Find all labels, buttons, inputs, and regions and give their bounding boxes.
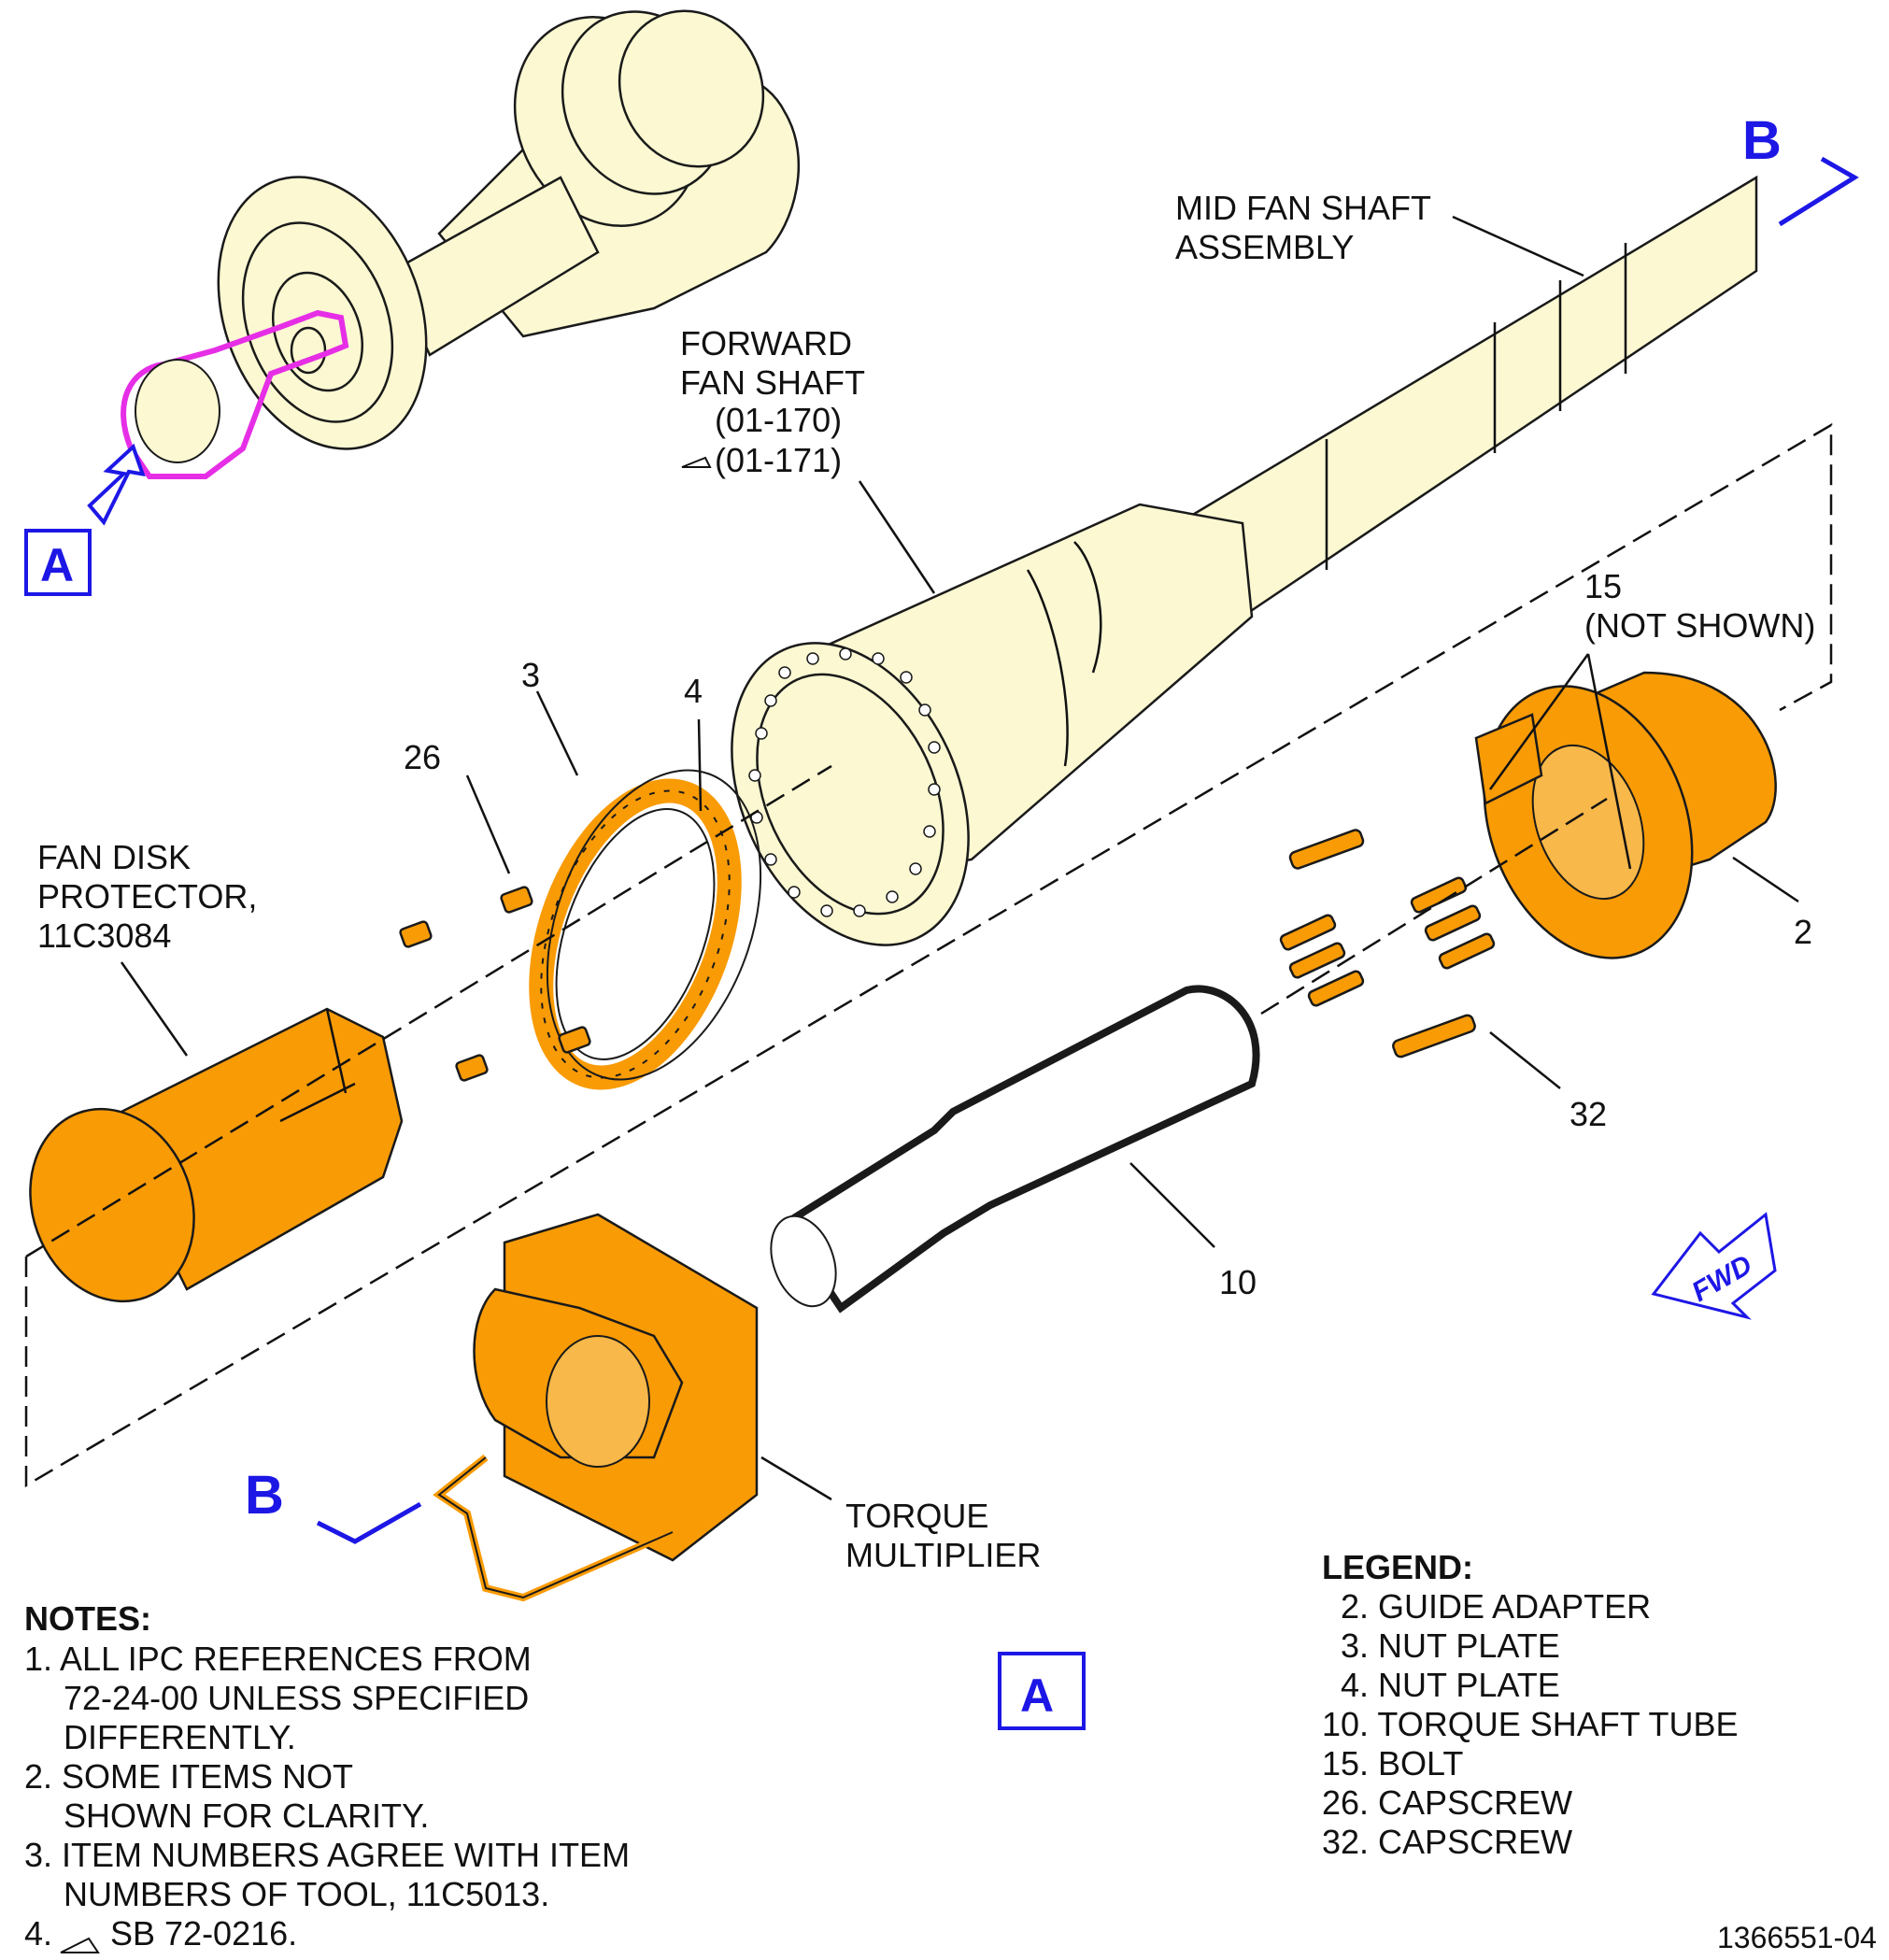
torque-multiplier — [433, 1213, 759, 1602]
capscrews-26 — [399, 886, 591, 1082]
legend-item: 32. CAPSCREW — [1322, 1823, 1572, 1861]
callout-fan-disk-protector-line1: FAN DISK — [37, 838, 191, 876]
note-line: SHOWN FOR CLARITY. — [64, 1797, 429, 1835]
callout-item-10: 10 — [1219, 1263, 1257, 1301]
legend-title: LEGEND: — [1322, 1548, 1473, 1586]
fan-disk-protector — [29, 1007, 404, 1303]
callout-item-3: 3 — [521, 656, 540, 694]
callout-forward-fan-shaft-line3: (01-170) — [715, 401, 842, 439]
callout-forward-fan-shaft-line2: FAN SHAFT — [680, 363, 865, 402]
fwd-direction-arrow — [1651, 1212, 1777, 1320]
fan-disk-protector-outline-highlight — [121, 309, 349, 479]
alignment-dash-lines — [24, 422, 1833, 1488]
legend-item: 2. GUIDE ADAPTER — [1341, 1587, 1651, 1626]
section-a-label-top: A — [40, 539, 74, 591]
note-line: SB 72-0216. — [110, 1914, 297, 1953]
callout-item-15-line2: (NOT SHOWN) — [1584, 606, 1815, 645]
capscrews-15-32 — [1279, 829, 1496, 1058]
forward-fan-shaft — [731, 503, 1254, 946]
section-b-marker-bottom — [316, 1501, 422, 1544]
nut-plate-4-ring — [546, 769, 762, 1081]
forward-flange-bolt-holes — [748, 647, 941, 917]
callout-fan-disk-protector-line2: PROTECTOR, — [37, 877, 257, 916]
figure-number: 1366551-04 — [1717, 1921, 1877, 1954]
section-a-view-arrow — [24, 443, 146, 596]
callout-fan-disk-protector-line3: 11C3084 — [37, 916, 171, 955]
note-line: 72-24-00 UNLESS SPECIFIED — [64, 1679, 529, 1717]
leader-lines — [60, 215, 1799, 1953]
section-b-label-bottom: B — [245, 1465, 284, 1526]
section-a-label-bottom: A — [1020, 1669, 1054, 1722]
notes-title: NOTES: — [24, 1599, 151, 1638]
legend-item: 26. CAPSCREW — [1322, 1783, 1572, 1822]
note-line: 1. ALL IPC REFERENCES FROM — [24, 1640, 532, 1678]
note-line: NUMBERS OF TOOL, 11C5013. — [64, 1875, 549, 1913]
callout-item-32: 32 — [1569, 1095, 1607, 1133]
callout-torque-multiplier-line1: TORQUE — [845, 1497, 988, 1535]
note-line: 2. SOME ITEMS NOT — [24, 1757, 353, 1796]
legend-item: 4. NUT PLATE — [1341, 1666, 1560, 1704]
note-line: 4. — [24, 1914, 52, 1953]
nut-plate-3-ring — [529, 778, 742, 1090]
legend-item: 3. NUT PLATE — [1341, 1626, 1560, 1665]
legend-item: 15. BOLT — [1322, 1744, 1463, 1782]
callout-mid-fan-shaft-line1: MID FAN SHAFT — [1175, 189, 1431, 227]
note-line: DIFFERENTLY. — [64, 1718, 296, 1756]
callout-item-15-line1: 15 — [1584, 567, 1622, 605]
callout-forward-fan-shaft-line1: FORWARD — [680, 324, 852, 362]
section-b-label-top: B — [1742, 110, 1782, 171]
section-b-marker-top — [1778, 156, 1859, 227]
callout-forward-fan-shaft-line4: (01-171) — [715, 441, 842, 479]
callout-mid-fan-shaft-line2: ASSEMBLY — [1175, 228, 1354, 266]
callout-item-26: 26 — [404, 738, 441, 776]
callout-torque-multiplier-line2: MULTIPLIER — [845, 1536, 1041, 1574]
legend-item: 10. TORQUE SHAFT TUBE — [1322, 1705, 1738, 1743]
torque-shaft-tube-10 — [770, 985, 1260, 1314]
guide-adapter-2 — [1474, 671, 1777, 959]
detail-a-shaft-view — [217, 9, 801, 450]
callout-item-4: 4 — [684, 672, 703, 710]
section-a-box-bottom — [998, 1652, 1086, 1730]
note-line: 3. ITEM NUMBERS AGREE WITH ITEM — [24, 1836, 630, 1874]
callout-item-2: 2 — [1794, 913, 1812, 951]
